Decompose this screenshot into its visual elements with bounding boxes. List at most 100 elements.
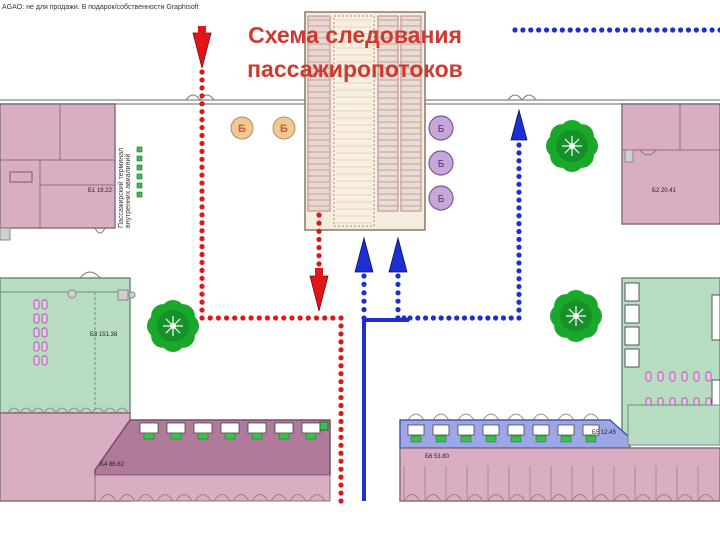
route-dot xyxy=(199,212,205,218)
route-dot xyxy=(199,69,205,75)
door-icon xyxy=(507,413,525,421)
route-dot xyxy=(670,27,676,33)
door-icon xyxy=(466,494,484,502)
seat-marker xyxy=(319,421,329,431)
seat xyxy=(278,432,290,440)
door-icon xyxy=(557,413,575,421)
route-dot xyxy=(516,299,522,305)
seat xyxy=(510,435,522,443)
seat xyxy=(33,327,40,338)
door-icon xyxy=(613,494,631,502)
door-icon xyxy=(289,494,307,502)
arrow-up-icon xyxy=(354,236,374,273)
room-mid-left xyxy=(0,271,131,414)
route-dot xyxy=(289,315,295,321)
route-dot xyxy=(701,27,707,33)
door-icon xyxy=(7,407,21,414)
room-tag-bottom-left: Б4 86.62 xyxy=(100,462,125,468)
route-dot xyxy=(316,212,322,218)
route-dot xyxy=(591,27,597,33)
route-dot xyxy=(338,474,344,480)
route-dot xyxy=(361,290,367,296)
route-dot xyxy=(256,315,262,321)
route-dot xyxy=(199,156,205,162)
route-dot xyxy=(395,281,401,287)
route-dot xyxy=(338,418,344,425)
kiosk-left: Б xyxy=(230,116,254,140)
door-icon xyxy=(185,94,215,101)
seat xyxy=(560,435,572,443)
door-icon xyxy=(487,494,505,502)
door-icon xyxy=(424,494,442,502)
seat xyxy=(693,371,700,382)
route-dot xyxy=(361,298,367,304)
route-dot xyxy=(516,197,522,203)
route-dot xyxy=(516,221,522,227)
route-dot xyxy=(223,315,230,321)
arrow-down-icon xyxy=(309,268,329,312)
route-dot xyxy=(322,315,328,321)
counter xyxy=(432,424,450,436)
route-dot xyxy=(199,164,205,170)
route-dot xyxy=(654,27,660,33)
route-dot xyxy=(248,315,254,321)
route-dot xyxy=(199,259,205,266)
route-dot xyxy=(516,307,522,313)
route-dot xyxy=(338,466,344,472)
route-dot xyxy=(207,315,213,321)
route-dot xyxy=(361,307,367,313)
route-dot xyxy=(677,27,684,33)
route-dot xyxy=(199,101,205,107)
route-dot xyxy=(446,315,452,321)
route-dot xyxy=(516,228,522,235)
vertical-label: Пассажирский терминал внутренних авиалин… xyxy=(118,147,132,228)
seat xyxy=(33,341,40,352)
route-dot xyxy=(395,290,401,296)
route-dot xyxy=(199,85,205,91)
route-dot xyxy=(508,315,514,321)
tree-center xyxy=(573,313,579,319)
route-dot xyxy=(485,315,491,321)
route-dot xyxy=(395,298,401,304)
door-icon xyxy=(634,494,652,502)
route-dot xyxy=(685,27,692,33)
room-tag-bottom-center: Б6 53.80 xyxy=(425,454,450,460)
door-icon xyxy=(79,407,93,414)
counter xyxy=(193,422,213,434)
route-dot xyxy=(338,379,344,385)
arrival-flow-route xyxy=(316,212,322,275)
departure-flow-route xyxy=(395,142,522,321)
route-dot xyxy=(520,27,526,33)
route-dot xyxy=(543,27,550,33)
seat xyxy=(669,371,676,382)
room-top-right xyxy=(621,103,720,225)
route-dot xyxy=(232,315,238,321)
route-dot xyxy=(614,27,621,33)
route-dot xyxy=(338,450,344,456)
door-icon xyxy=(655,494,673,502)
route-dot xyxy=(338,498,344,504)
room-tag-top-right: Б2 20.41 xyxy=(652,188,677,194)
watermark: AGAO: не для продажи. В подарок/собствен… xyxy=(2,4,199,11)
counter xyxy=(557,424,575,436)
door-icon xyxy=(529,494,547,502)
route-dot xyxy=(199,93,205,99)
arrow-up-icon xyxy=(388,236,408,273)
map-title: пассажиропотоков xyxy=(247,56,463,82)
route-dot xyxy=(500,315,507,321)
route-dot xyxy=(516,315,522,321)
door-icon xyxy=(55,407,69,414)
door-icon xyxy=(251,494,269,502)
route-dot xyxy=(305,315,311,321)
room-bottom-right xyxy=(399,404,720,502)
route-dot xyxy=(215,315,221,321)
route-dot xyxy=(559,27,565,33)
route-dot xyxy=(281,315,287,321)
seat xyxy=(41,355,48,366)
seat xyxy=(41,341,48,352)
route-dot xyxy=(607,27,613,33)
route-dot xyxy=(599,27,605,33)
door-icon xyxy=(213,494,231,502)
route-dot xyxy=(516,252,522,258)
column-letter: Б xyxy=(438,124,445,135)
